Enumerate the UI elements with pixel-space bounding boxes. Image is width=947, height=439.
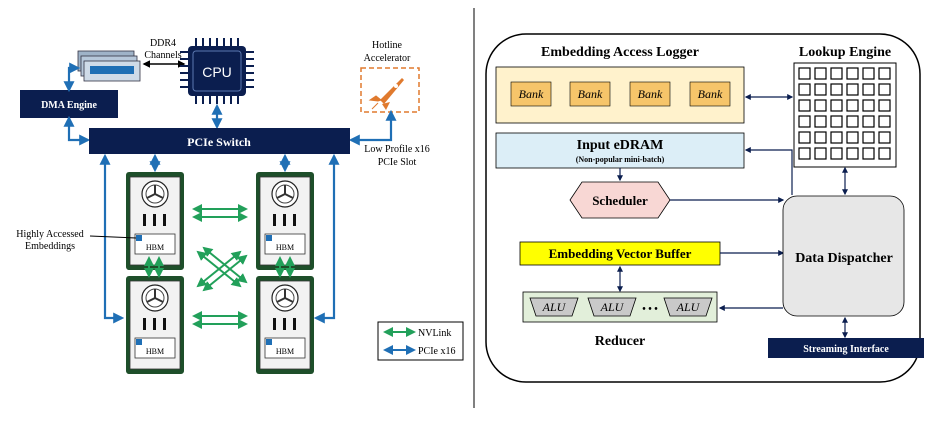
dma-engine-label: DMA Engine bbox=[41, 100, 97, 111]
alu-label-1: ALU bbox=[542, 300, 567, 314]
lookup-cell bbox=[798, 131, 811, 144]
lookup-cell bbox=[798, 147, 811, 160]
lookup-cell bbox=[878, 99, 891, 112]
switch-to-gpu4-arrow bbox=[313, 153, 340, 324]
bank-label-4: Bank bbox=[698, 87, 723, 101]
cpu-label: CPU bbox=[202, 64, 232, 80]
lookup-cell bbox=[846, 67, 859, 80]
bank-label-2: Bank bbox=[578, 87, 603, 101]
dma-to-dimm-arrow bbox=[63, 62, 81, 93]
highly-accessed-pointer bbox=[89, 235, 137, 239]
hbm-label-2: HBM bbox=[276, 243, 294, 252]
input-edram-subtitle: (Non-popular mini-batch) bbox=[576, 155, 665, 164]
pcie-switch-label: PCIe Switch bbox=[187, 135, 251, 149]
lookup-cell bbox=[862, 115, 875, 128]
nvlink-arrows bbox=[144, 204, 295, 329]
scheduler-label: Scheduler bbox=[592, 193, 648, 208]
gpu-card-3 bbox=[125, 275, 185, 375]
logger-title: Embedding Access Logger bbox=[541, 45, 699, 60]
lookup-cell bbox=[878, 115, 891, 128]
slot-label-line2: PCIe Slot bbox=[378, 157, 417, 168]
reducer-label: Reducer bbox=[595, 334, 646, 349]
ddr4-dimm-icon bbox=[77, 50, 141, 82]
bank-boxes bbox=[510, 81, 731, 107]
lookup-engine-grid bbox=[793, 62, 897, 168]
lookup-cell bbox=[862, 99, 875, 112]
lookup-cell bbox=[862, 131, 875, 144]
pcie-switch-box bbox=[89, 128, 350, 154]
slot-label-line1: Low Profile x16 bbox=[364, 144, 430, 155]
cpu-chip bbox=[180, 38, 254, 104]
alu-trapezoids bbox=[529, 297, 713, 317]
ddr4-label: DDR4 bbox=[150, 38, 176, 49]
dma-engine-box bbox=[20, 90, 118, 118]
input-edram-box bbox=[495, 132, 745, 169]
alu-label-3: ALU bbox=[676, 300, 701, 314]
data-dispatcher-label: Data Dispatcher bbox=[795, 251, 893, 266]
channels-label: Channels bbox=[144, 50, 181, 61]
lookup-cell bbox=[862, 83, 875, 96]
scheduler-box bbox=[569, 181, 671, 219]
lookup-cell bbox=[830, 131, 843, 144]
input-edram-title: Input eDRAM bbox=[577, 138, 664, 153]
lookup-cell bbox=[814, 67, 827, 80]
hbm-label-1: HBM bbox=[146, 243, 164, 252]
lookup-cell bbox=[846, 115, 859, 128]
highly-accessed-label-line2: Embeddings bbox=[25, 241, 75, 252]
alu-ellipsis: • • • bbox=[642, 304, 658, 315]
lookup-engine-title: Lookup Engine bbox=[799, 45, 891, 60]
lookup-cell bbox=[798, 99, 811, 112]
alu-label-2: ALU bbox=[600, 300, 625, 314]
accelerator-to-switch-arrow bbox=[348, 109, 397, 146]
dma-to-switch-arrow bbox=[63, 115, 91, 146]
lookup-cell bbox=[862, 67, 875, 80]
lookup-cell bbox=[814, 99, 827, 112]
legend-pcie-label: PCIe x16 bbox=[418, 346, 456, 357]
gpu-card-4 bbox=[255, 275, 315, 375]
gpu-card-2 bbox=[255, 171, 315, 271]
lookup-cell bbox=[846, 99, 859, 112]
accelerator-label: Accelerator bbox=[364, 53, 411, 64]
lookup-cell bbox=[830, 83, 843, 96]
hotline-label: Hotline bbox=[372, 40, 403, 51]
lookup-cell bbox=[878, 67, 891, 80]
lookup-cell bbox=[814, 115, 827, 128]
lookup-cell bbox=[814, 83, 827, 96]
highly-accessed-label-line1: Highly Accessed bbox=[16, 229, 84, 240]
gpu-card-1 bbox=[125, 171, 185, 271]
switch-to-gpu3-arrow bbox=[99, 153, 125, 324]
lookup-cell bbox=[878, 131, 891, 144]
bank-label-3: Bank bbox=[638, 87, 663, 101]
hbm-label-3: HBM bbox=[146, 347, 164, 356]
lookup-cell bbox=[846, 131, 859, 144]
streaming-interface-label: Streaming Interface bbox=[803, 344, 889, 355]
data-dispatcher-box bbox=[782, 195, 905, 317]
lookup-cell bbox=[862, 147, 875, 160]
lookup-cell bbox=[830, 67, 843, 80]
lookup-cell bbox=[814, 147, 827, 160]
bank-label-1: Bank bbox=[519, 87, 544, 101]
lookup-cell bbox=[814, 131, 827, 144]
lookup-cell bbox=[830, 115, 843, 128]
legend-nvlink-label: NVLink bbox=[418, 328, 451, 339]
lookup-cell bbox=[878, 83, 891, 96]
lookup-cell bbox=[798, 83, 811, 96]
lookup-cell bbox=[830, 99, 843, 112]
embedding-vector-buffer-label: Embedding Vector Buffer bbox=[549, 246, 692, 261]
lookup-cell bbox=[798, 115, 811, 128]
rocket-icon bbox=[360, 67, 420, 113]
lookup-cell bbox=[846, 83, 859, 96]
hbm-label-4: HBM bbox=[276, 347, 294, 356]
streaming-interface-box bbox=[768, 338, 924, 358]
lookup-cell bbox=[846, 147, 859, 160]
lookup-cell bbox=[878, 147, 891, 160]
lookup-cell bbox=[830, 147, 843, 160]
dispatcher-to-edram-arrow bbox=[744, 147, 793, 195]
lookup-cell bbox=[798, 67, 811, 80]
